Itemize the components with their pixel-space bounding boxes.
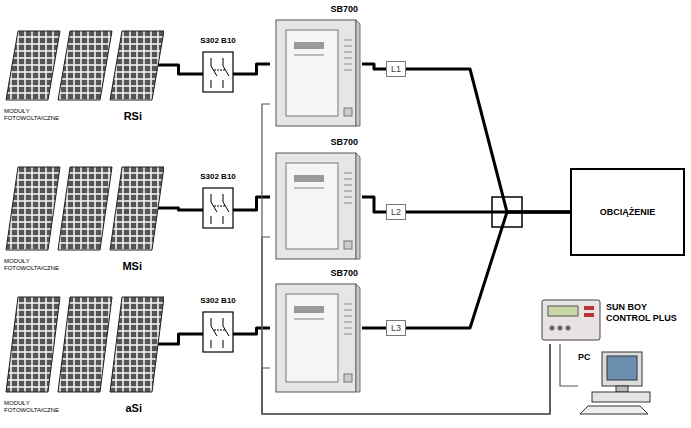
inverter-label: SB700 [330, 4, 362, 14]
phase-box: L1 [386, 61, 406, 77]
circuit-breaker: S302 B10 [193, 36, 243, 94]
device-illustration [4, 166, 164, 252]
controller-label: SUN BOY CONTROL PLUS [606, 296, 686, 324]
inverter-label: SB700 [330, 137, 362, 147]
pv-array: MODUŁY FOTOWOLTAICZNE MSi [4, 166, 164, 272]
device-illustration [270, 137, 362, 261]
phase-box: L3 [386, 320, 406, 336]
load-label: OBCIĄŻENIE [600, 207, 656, 217]
breaker-label: S302 B10 [200, 36, 236, 45]
device-illustration [4, 296, 164, 394]
load-box: OBCIĄŻENIE [570, 168, 685, 256]
device-illustration [270, 268, 362, 394]
power-wire [243, 197, 270, 210]
pv-label-row: MODUŁY FOTOWOLTAICZNE RSi [4, 108, 164, 122]
signal-wire [262, 237, 550, 414]
inverter-label: SB700 [330, 268, 362, 278]
power-wire [362, 64, 386, 69]
phase-box: L2 [386, 204, 406, 220]
power-wire [243, 64, 270, 74]
phase-label: L3 [391, 323, 401, 333]
signal-wire [560, 344, 578, 386]
module-label: MODUŁY FOTOWOLTAICZNE [4, 258, 58, 272]
phase-label: L2 [391, 207, 401, 217]
circuit-breaker: S302 B10 [193, 172, 243, 230]
power-wire [362, 327, 386, 330]
pv-label-row: MODUŁY FOTOWOLTAICZNE MSi [4, 258, 164, 272]
signal-wire [262, 104, 550, 414]
module-label: MODUŁY FOTOWOLTAICZNE [4, 108, 58, 122]
breaker-label: S302 B10 [200, 172, 236, 181]
power-wire [406, 69, 570, 212]
phase-label: L1 [391, 64, 401, 74]
pv-array: MODUŁY FOTOWOLTAICZNE RSi [4, 30, 164, 122]
device-illustration [540, 296, 602, 342]
device-illustration [4, 30, 164, 102]
module-label: MODUŁY FOTOWOLTAICZNE [4, 400, 58, 414]
power-wire [362, 197, 386, 212]
module-type: aSi [125, 402, 164, 414]
computer: PC [578, 346, 658, 416]
computer-label: PC [578, 352, 591, 362]
inverter: SB700 [270, 268, 362, 394]
inverter: SB700 [270, 137, 362, 261]
circuit-breaker: S302 B10 [193, 296, 243, 354]
power-wire [243, 328, 270, 334]
breaker-label: S302 B10 [200, 296, 236, 305]
controller: SUN BOY CONTROL PLUS [540, 296, 686, 344]
device-illustration [270, 4, 362, 128]
module-type: RSi [124, 110, 164, 122]
pv-array: MODUŁY FOTOWOLTAICZNE aSi [4, 296, 164, 414]
inverter: SB700 [270, 4, 362, 128]
pv-label-row: MODUŁY FOTOWOLTAICZNE aSi [4, 400, 164, 414]
module-type: MSi [122, 260, 164, 272]
